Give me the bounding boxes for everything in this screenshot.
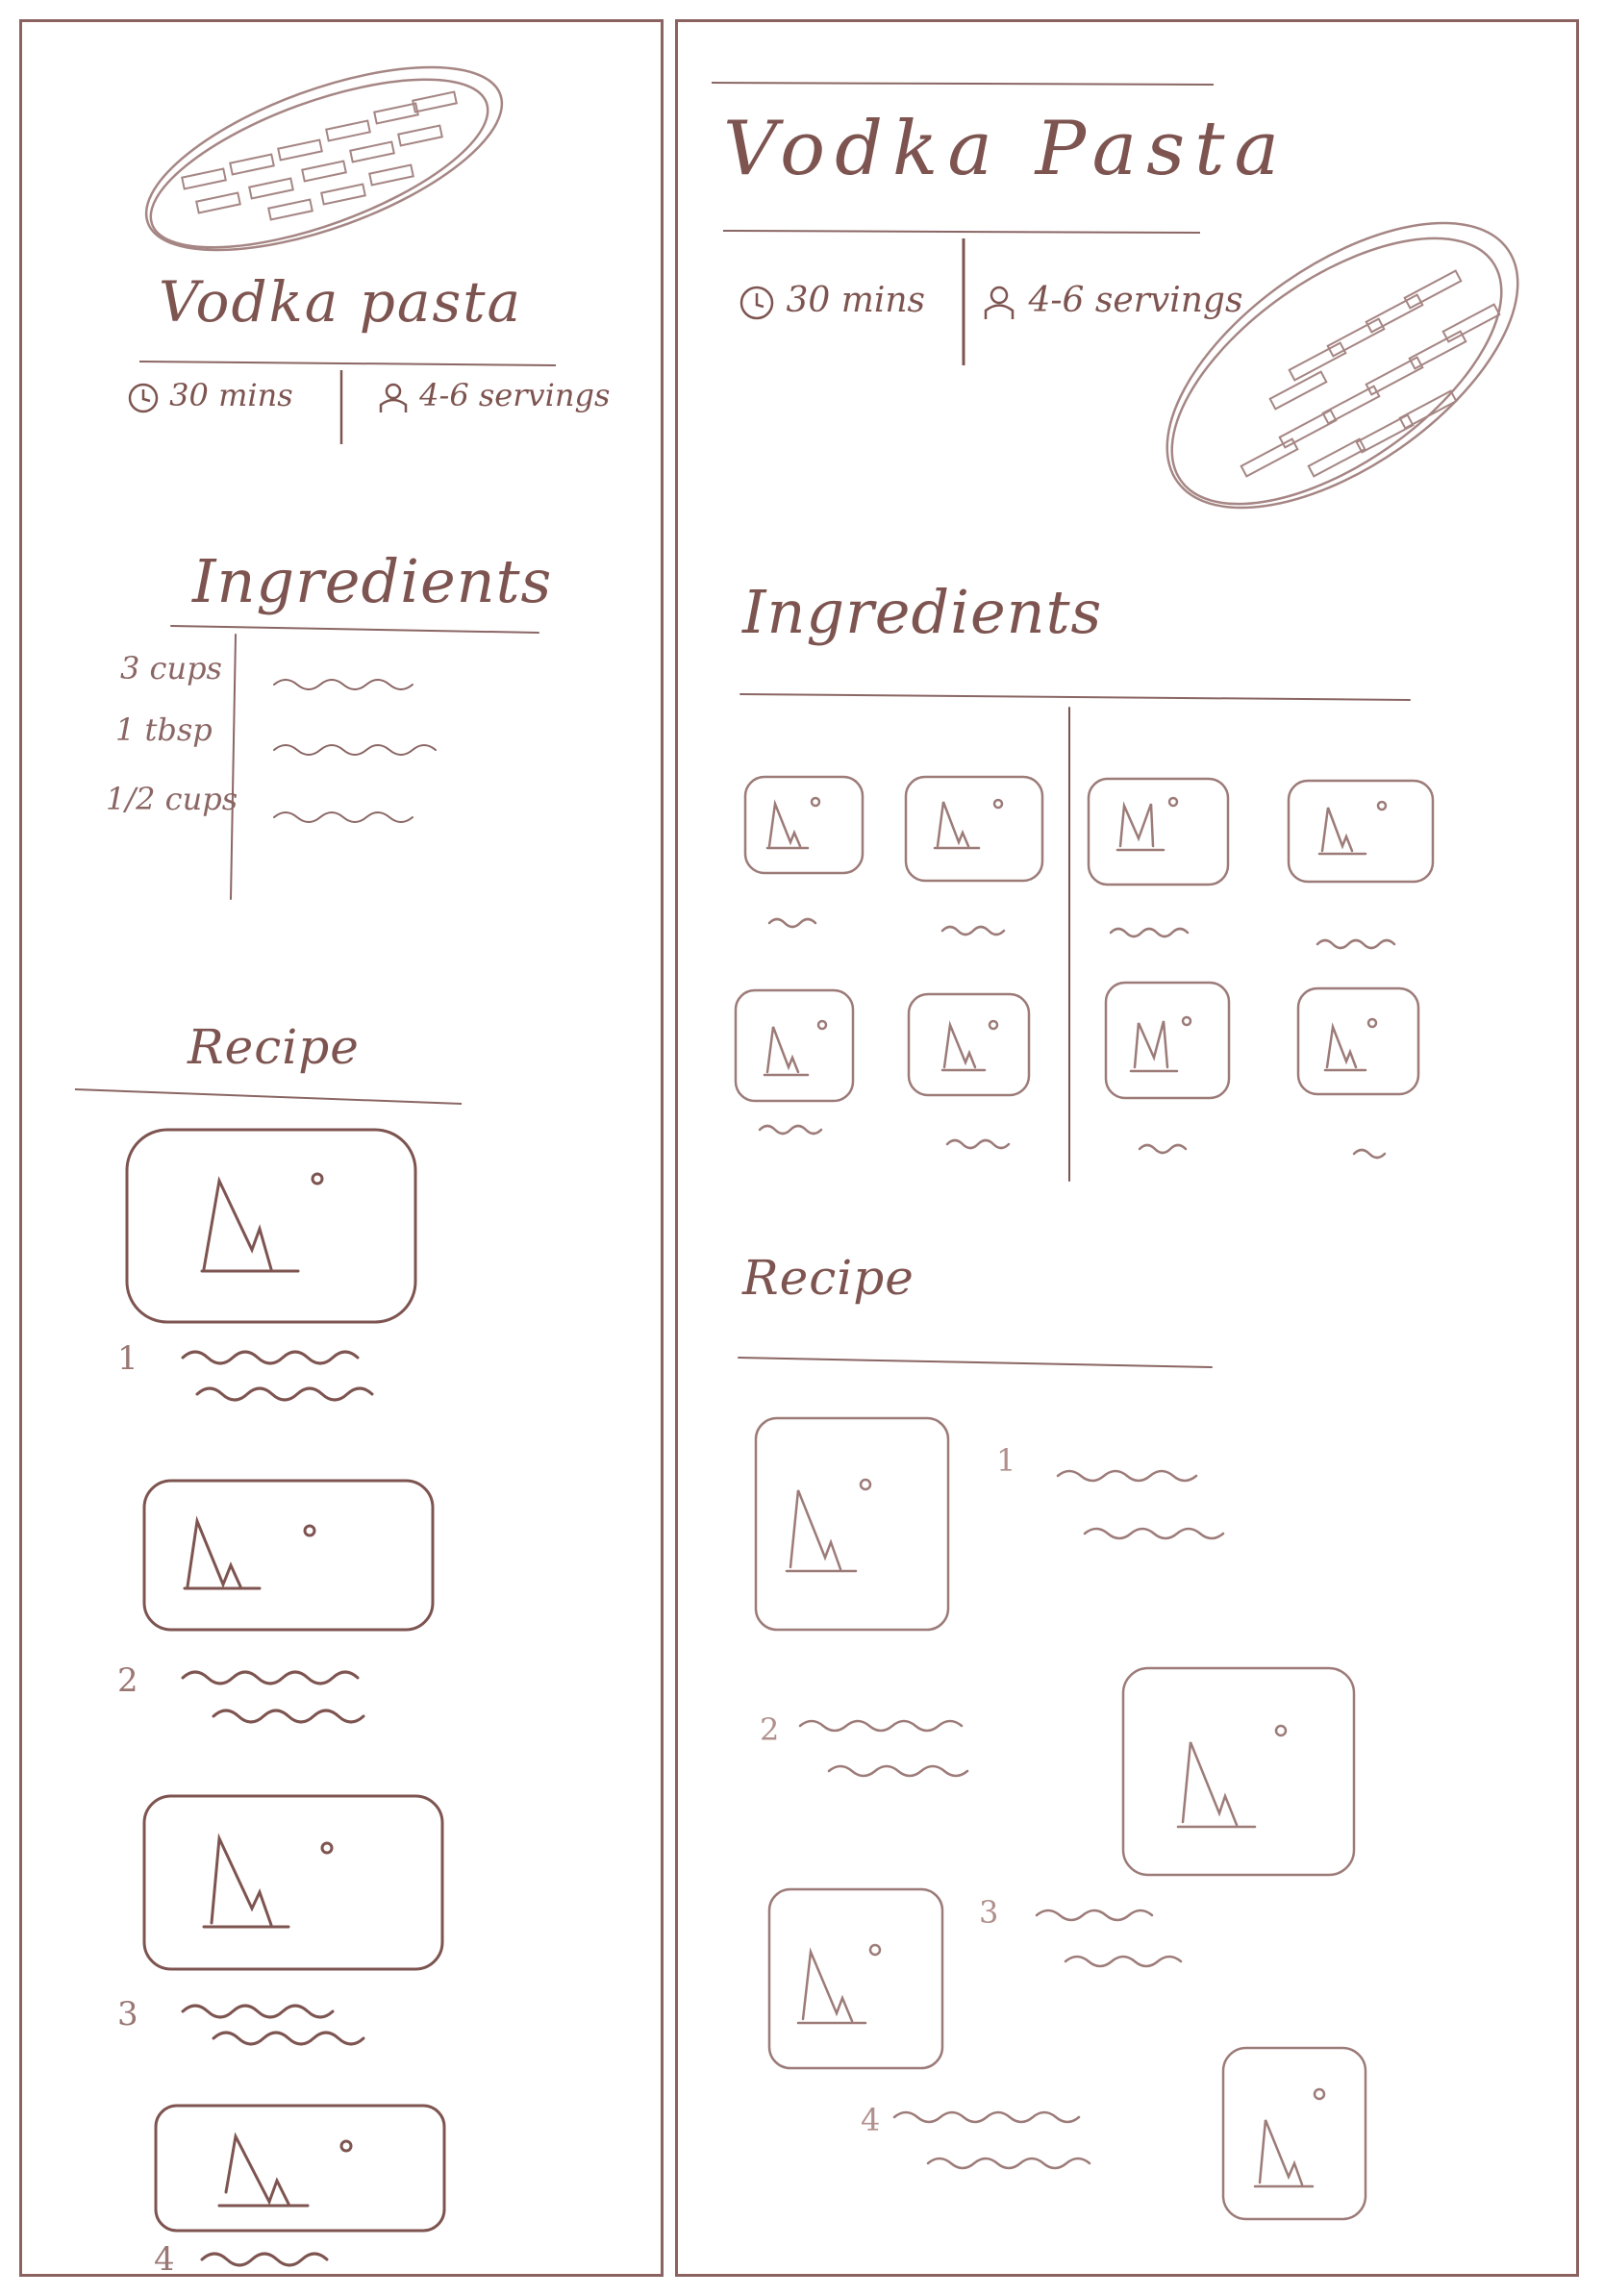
step-number: 2 [117, 1661, 138, 1700]
image-placeholder-icon [754, 1416, 950, 1632]
mobile-ingredients-heading: Ingredients [192, 546, 553, 616]
tablet-servings-info: 4-6 servings [981, 281, 1242, 321]
person-icon [984, 286, 1015, 319]
image-placeholder-icon [142, 1794, 444, 1971]
mobile-servings-info: 4-6 servings [377, 377, 610, 414]
image-placeholder-icon [125, 1128, 417, 1324]
tablet-servings-label: 4-6 servings [1028, 281, 1243, 320]
image-placeholder-icon [1221, 2046, 1367, 2221]
step-number: 4 [154, 2240, 175, 2279]
tablet-time-label: 30 mins [786, 281, 926, 320]
person-icon [379, 383, 408, 412]
step-number: 3 [117, 1995, 138, 2034]
image-placeholder-icon [1121, 1666, 1356, 1877]
clock-icon [128, 383, 159, 412]
image-placeholder-icon [907, 992, 1031, 1097]
step-number: 1 [996, 1442, 1016, 1479]
image-placeholder-icon [904, 775, 1044, 883]
mobile-servings-label: 4-6 servings [419, 377, 611, 413]
image-placeholder-icon [1087, 777, 1230, 886]
mobile-layout-frame [19, 19, 664, 2277]
image-placeholder-icon [734, 988, 855, 1103]
clock-icon [739, 286, 774, 320]
step-number: 1 [117, 1339, 138, 1378]
image-placeholder-icon [1104, 981, 1231, 1100]
tablet-layout-frame [675, 19, 1579, 2277]
image-placeholder-icon [1296, 986, 1420, 1096]
tablet-ingredients-heading: Ingredients [742, 577, 1103, 647]
tablet-recipe-title: Vodka Pasta [723, 106, 1289, 192]
tablet-time-info: 30 mins [739, 281, 925, 321]
mobile-time-info: 30 mins [127, 377, 293, 414]
step-number: 3 [979, 1894, 999, 1931]
mobile-time-label: 30 mins [169, 377, 293, 413]
step-number: 4 [861, 2102, 881, 2138]
image-placeholder-icon [767, 1887, 944, 2070]
ingredient-quantity: 1/2 cups [106, 781, 238, 817]
ingredient-quantity: 3 cups [120, 650, 222, 686]
tablet-recipe-heading: Recipe [742, 1250, 915, 1306]
step-number: 2 [760, 1711, 780, 1748]
image-placeholder-icon [154, 2104, 446, 2233]
image-placeholder-icon [142, 1479, 435, 1632]
image-placeholder-icon [1287, 779, 1435, 884]
mobile-recipe-heading: Recipe [188, 1019, 360, 1075]
ingredient-quantity: 1 tbsp [115, 711, 213, 748]
mobile-recipe-title: Vodka pasta [159, 269, 523, 335]
image-placeholder-icon [743, 775, 865, 875]
